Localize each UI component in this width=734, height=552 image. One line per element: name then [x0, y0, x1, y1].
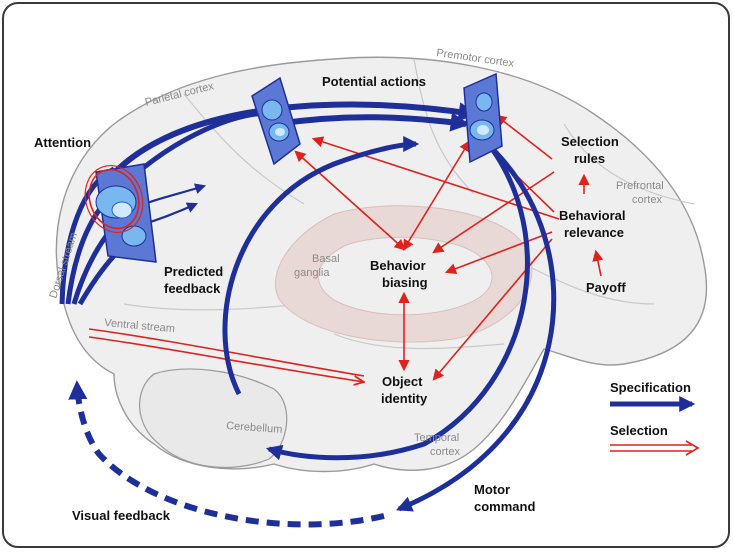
label-object-identity-1: Object: [382, 374, 423, 389]
label-temporal-cortex-1: Temporal: [414, 432, 459, 444]
arrow-rules-to-premotor: [495, 114, 553, 160]
label-behavior-biasing-2: biasing: [382, 275, 428, 290]
label-behavioral-relevance-1: Behavioral: [559, 208, 625, 223]
arrow-biasing-to-parietal: [294, 150, 406, 251]
label-basal-ganglia-1: Basal: [312, 253, 340, 265]
legend: Specification Selection: [610, 380, 700, 456]
arrow-relevance-to-object: [432, 238, 553, 381]
label-basal-ganglia-2: ganglia: [294, 267, 330, 279]
label-behavior-biasing-1: Behavior: [370, 258, 426, 273]
legend-selection-arrow: [610, 440, 700, 456]
label-prefrontal-1: Prefrontal: [616, 180, 664, 192]
parietal-action-map: [251, 76, 301, 166]
label-behavioral-relevance-2: relevance: [564, 225, 624, 240]
arrow-biasing-to-premotor: [402, 140, 471, 251]
label-predicted-feedback-2: feedback: [164, 281, 221, 296]
premotor-action-map: [463, 72, 503, 164]
label-visual-feedback: Visual feedback: [72, 508, 171, 523]
brain-diagram: Premotor cortex Parietal cortex Potentia…: [34, 47, 708, 528]
label-predicted-feedback-1: Predicted: [164, 264, 223, 279]
label-selection-rules-2: rules: [574, 151, 605, 166]
arrow-cerebellum-loop-down: [265, 127, 530, 461]
label-payoff: Payoff: [586, 280, 626, 295]
arrow-rules-to-biasing: [432, 171, 555, 254]
arrow-visual-feedback: [68, 380, 385, 528]
label-selection-rules-1: Selection: [561, 134, 619, 149]
attention-map: [84, 163, 157, 263]
label-cerebellum: Cerebellum: [226, 420, 283, 436]
label-attention: Attention: [34, 135, 91, 150]
brain-outline: [55, 56, 708, 473]
label-object-identity-2: identity: [381, 391, 428, 406]
label-motor-command-1: Motor: [474, 482, 510, 497]
ventral-stream-arrow: [88, 328, 364, 382]
label-motor-command-2: command: [474, 499, 535, 514]
arrow-motor-command: [396, 137, 557, 512]
label-temporal-cortex-2: cortex: [430, 446, 460, 458]
label-potential-actions: Potential actions: [322, 74, 426, 89]
legend-specification-label: Specification: [610, 380, 691, 395]
arrow-parietal-premotor: [272, 112, 470, 132]
arrow-payoff-to-relevance: [592, 249, 604, 277]
arrow-cerebellum-loop-up: [222, 136, 420, 396]
legend-selection-label: Selection: [610, 423, 668, 438]
label-prefrontal-2: cortex: [632, 194, 662, 206]
arrow-relevance-to-biasing: [444, 231, 553, 275]
